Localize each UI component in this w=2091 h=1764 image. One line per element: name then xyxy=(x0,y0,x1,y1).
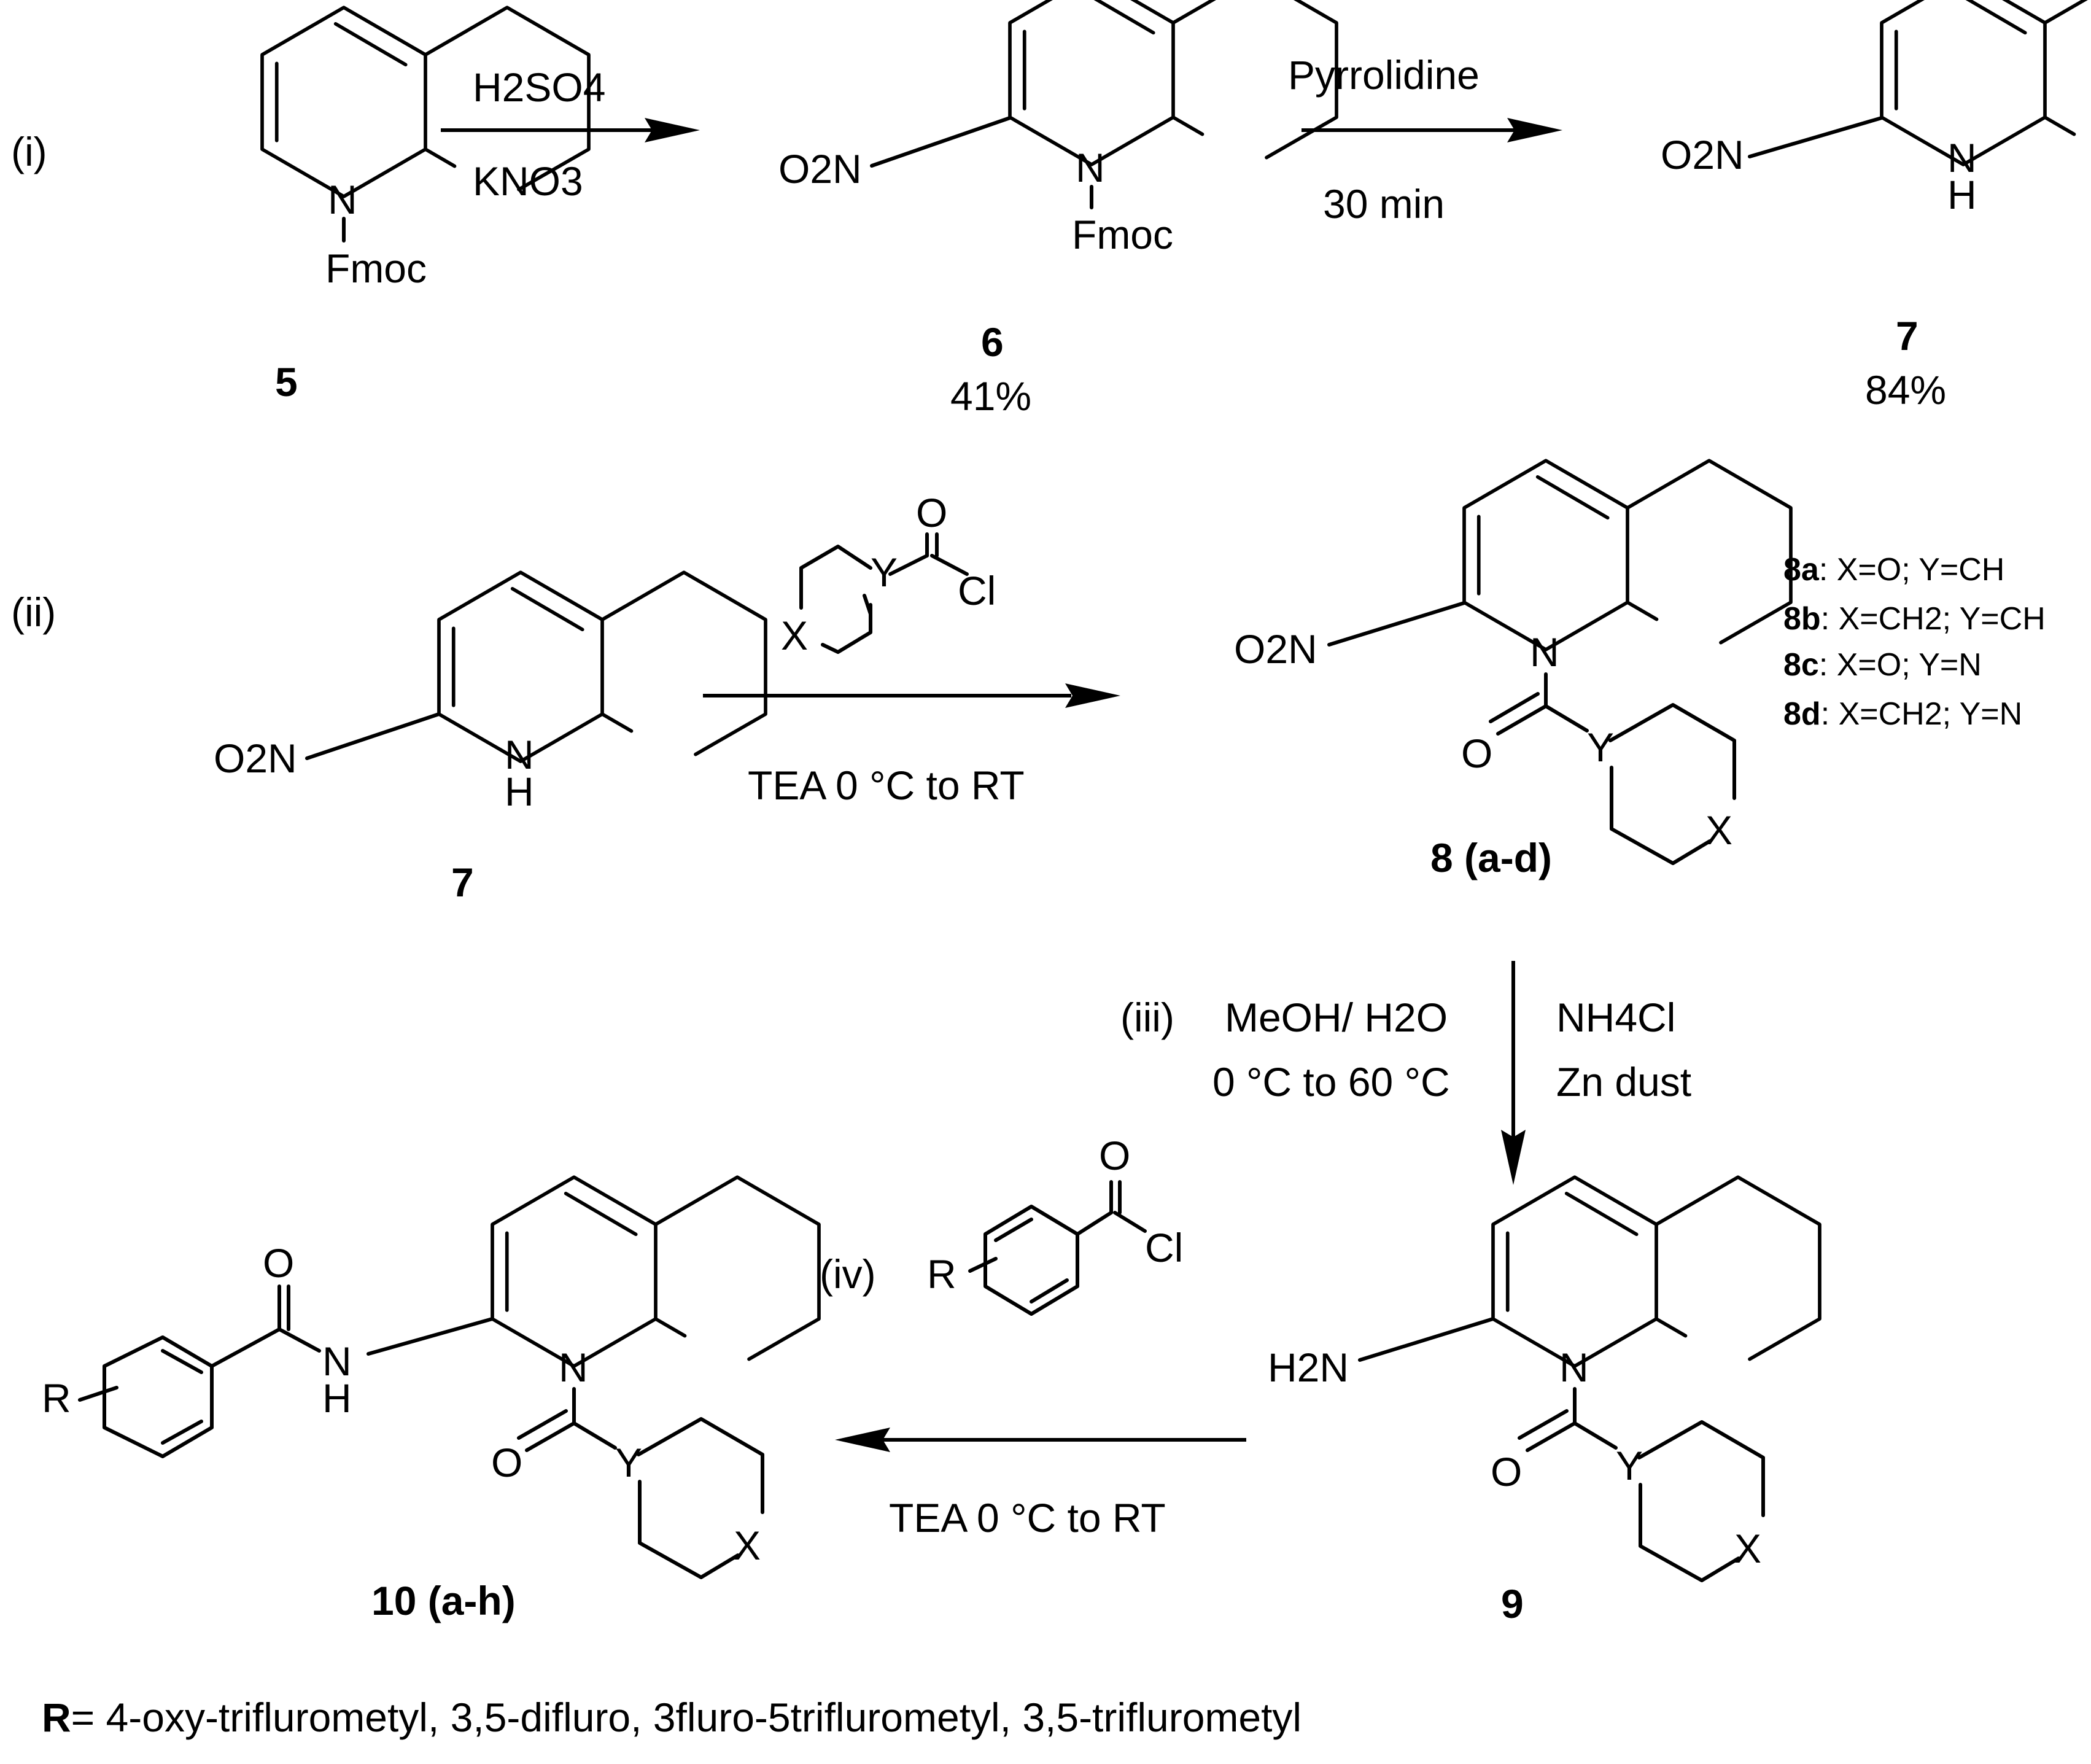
compound-10-amide-h: H xyxy=(322,1375,352,1421)
compound-9-y-atom: Y xyxy=(1616,1443,1643,1488)
compound-9-x-atom: X xyxy=(1734,1526,1761,1571)
compound-9-amine-bond xyxy=(1358,1317,1495,1362)
compound-10-n-atom: N xyxy=(559,1345,588,1390)
compound-9-c-y-bond xyxy=(1573,1421,1618,1450)
arrow-step-iv-head xyxy=(835,1428,890,1452)
arrow-step-ii-head xyxy=(1065,683,1120,708)
compound-8-carbonyl-o: O xyxy=(1461,731,1492,776)
compound-10-co-bond-b xyxy=(517,1409,568,1440)
reagent-h2so4: H2SO4 xyxy=(473,64,605,110)
compound-5-label: 5 xyxy=(275,359,298,405)
compound-8-y-atom: Y xyxy=(1587,725,1614,770)
compound-8-c-y-bond xyxy=(1544,704,1589,732)
step-iii-nh4cl: NH4Cl xyxy=(1556,995,1675,1040)
compound-8-nitro-bond xyxy=(1327,601,1466,647)
compound-9-amine-group: H2N xyxy=(1268,1345,1349,1390)
reagent-kno3: KNO3 xyxy=(473,158,583,204)
reagent-pyrrolidine: Pyrrolidine xyxy=(1288,52,1480,98)
compound-6-n-atom: N xyxy=(1076,145,1105,190)
compound-10-co-bond-a xyxy=(525,1421,576,1452)
compound-7-nitro-bond xyxy=(1748,116,1883,158)
reagent-cl-atom: Cl xyxy=(958,568,996,613)
step-iii-solvent: MeOH/ H2O xyxy=(1225,995,1448,1040)
compound-6-label: 6 xyxy=(981,319,1004,365)
compound-8-co-bond-a xyxy=(1496,704,1548,736)
variant-8c: 8c: X=O; Y=N xyxy=(1783,647,1982,683)
compound-7-structure xyxy=(1882,0,2091,165)
compound-7b-label: 7 xyxy=(451,860,474,905)
compound-8-structure xyxy=(1464,460,1791,650)
step-label-i: (i) xyxy=(11,129,47,174)
reagent-iv-carbonyl-o: O xyxy=(1099,1133,1130,1178)
compound-7-h-atom: H xyxy=(1947,172,1977,217)
step-label-iv: (iv) xyxy=(820,1251,876,1297)
compound-10-structure xyxy=(492,1177,819,1366)
arrow-step-iii-head xyxy=(1501,1130,1526,1185)
compound-5-n-atom: N xyxy=(328,177,357,222)
step-iv-conditions: TEA 0 °C to RT xyxy=(889,1495,1166,1541)
reagent-iv-cl-atom: Cl xyxy=(1145,1225,1183,1270)
compound-7b-n-atom: N xyxy=(505,732,534,777)
compound-7b-nitro-bond xyxy=(305,712,441,760)
compound-6-nitro-group: O2N xyxy=(778,146,862,192)
compound-9-carbonyl-o: O xyxy=(1491,1449,1522,1494)
reagent-iv-r-group: R xyxy=(927,1251,956,1297)
step-iii-temperature: 0 °C to 60 °C xyxy=(1212,1059,1450,1105)
compound-9-co-bond-a xyxy=(1526,1421,1577,1452)
compound-8-nitro-group: O2N xyxy=(1234,626,1317,672)
compound-6-fmoc-group: Fmoc xyxy=(1072,212,1173,257)
variant-8a: 8a: X=O; Y=CH xyxy=(1783,552,2004,588)
compound-7-n-atom: N xyxy=(1947,135,1977,181)
r-group-definition: R= 4-oxy-triflurometyl, 3,5-difluro, 3fl… xyxy=(42,1695,1302,1740)
compound-8-co-bond-b xyxy=(1489,692,1540,723)
arrow-step-i-a-head xyxy=(645,118,700,142)
compound-6-yield: 41% xyxy=(950,373,1031,419)
compound-8-x-atom: X xyxy=(1705,807,1732,853)
variant-8b: 8b: X=CH2; Y=CH xyxy=(1783,601,2046,637)
compound-7-yield: 84% xyxy=(1865,367,1946,413)
compound-10-y-atom: Y xyxy=(615,1440,642,1485)
compound-7-nitro-group: O2N xyxy=(1661,132,1744,177)
step-label-iii: (iii) xyxy=(1120,995,1174,1040)
compound-7-label: 7 xyxy=(1896,313,1918,359)
variant-8d: 8d: X=CH2; Y=N xyxy=(1783,696,2022,732)
compound-10-r-group: R xyxy=(42,1375,71,1421)
compound-10-carbonyl-o: O xyxy=(491,1440,522,1485)
compound-9-structure xyxy=(1493,1177,1820,1366)
compound-10-nh-bond xyxy=(367,1317,494,1356)
reagent-time: 30 min xyxy=(1323,181,1445,227)
compound-8-n-atom: N xyxy=(1530,629,1559,675)
step-iii-zn-dust: Zn dust xyxy=(1556,1059,1691,1105)
reagent-benzoyl-chloride xyxy=(968,1180,1147,1316)
compound-7b-nitro-group: O2N xyxy=(214,736,297,781)
arrow-step-i-b-head xyxy=(1507,118,1562,142)
reagent-acyl-chloride-ring xyxy=(799,532,969,654)
reagent-x-atom: X xyxy=(781,613,808,658)
compound-6-nitro-bond xyxy=(870,116,1012,168)
compound-10-amide-o: O xyxy=(263,1240,294,1286)
compound-7b-h-atom: H xyxy=(505,769,534,814)
compound-9-co-bond-b xyxy=(1518,1409,1569,1440)
reagent-y-atom: Y xyxy=(871,550,898,595)
variant-legend: 8a: X=O; Y=CH 8b: X=CH2; Y=CH 8c: X=O; Y… xyxy=(1783,552,2046,732)
compound-7b-structure xyxy=(439,572,766,761)
compound-9-n-atom: N xyxy=(1559,1345,1589,1390)
step-label-ii: (ii) xyxy=(11,589,56,635)
compound-10-x-atom: X xyxy=(734,1523,761,1568)
compound-10-c-y-bond xyxy=(572,1421,617,1450)
reagent-carbonyl-o: O xyxy=(916,490,947,535)
compound-9-label: 9 xyxy=(1501,1581,1524,1626)
compound-10-label: 10 (a-h) xyxy=(371,1578,516,1623)
compound-10-benzamide xyxy=(78,1284,321,1458)
compound-8-label: 8 (a-d) xyxy=(1430,835,1552,880)
compound-5-fmoc-group: Fmoc xyxy=(325,246,427,291)
step-ii-conditions: TEA 0 °C to RT xyxy=(748,763,1025,808)
compound-10-amide-n: N xyxy=(322,1339,352,1384)
